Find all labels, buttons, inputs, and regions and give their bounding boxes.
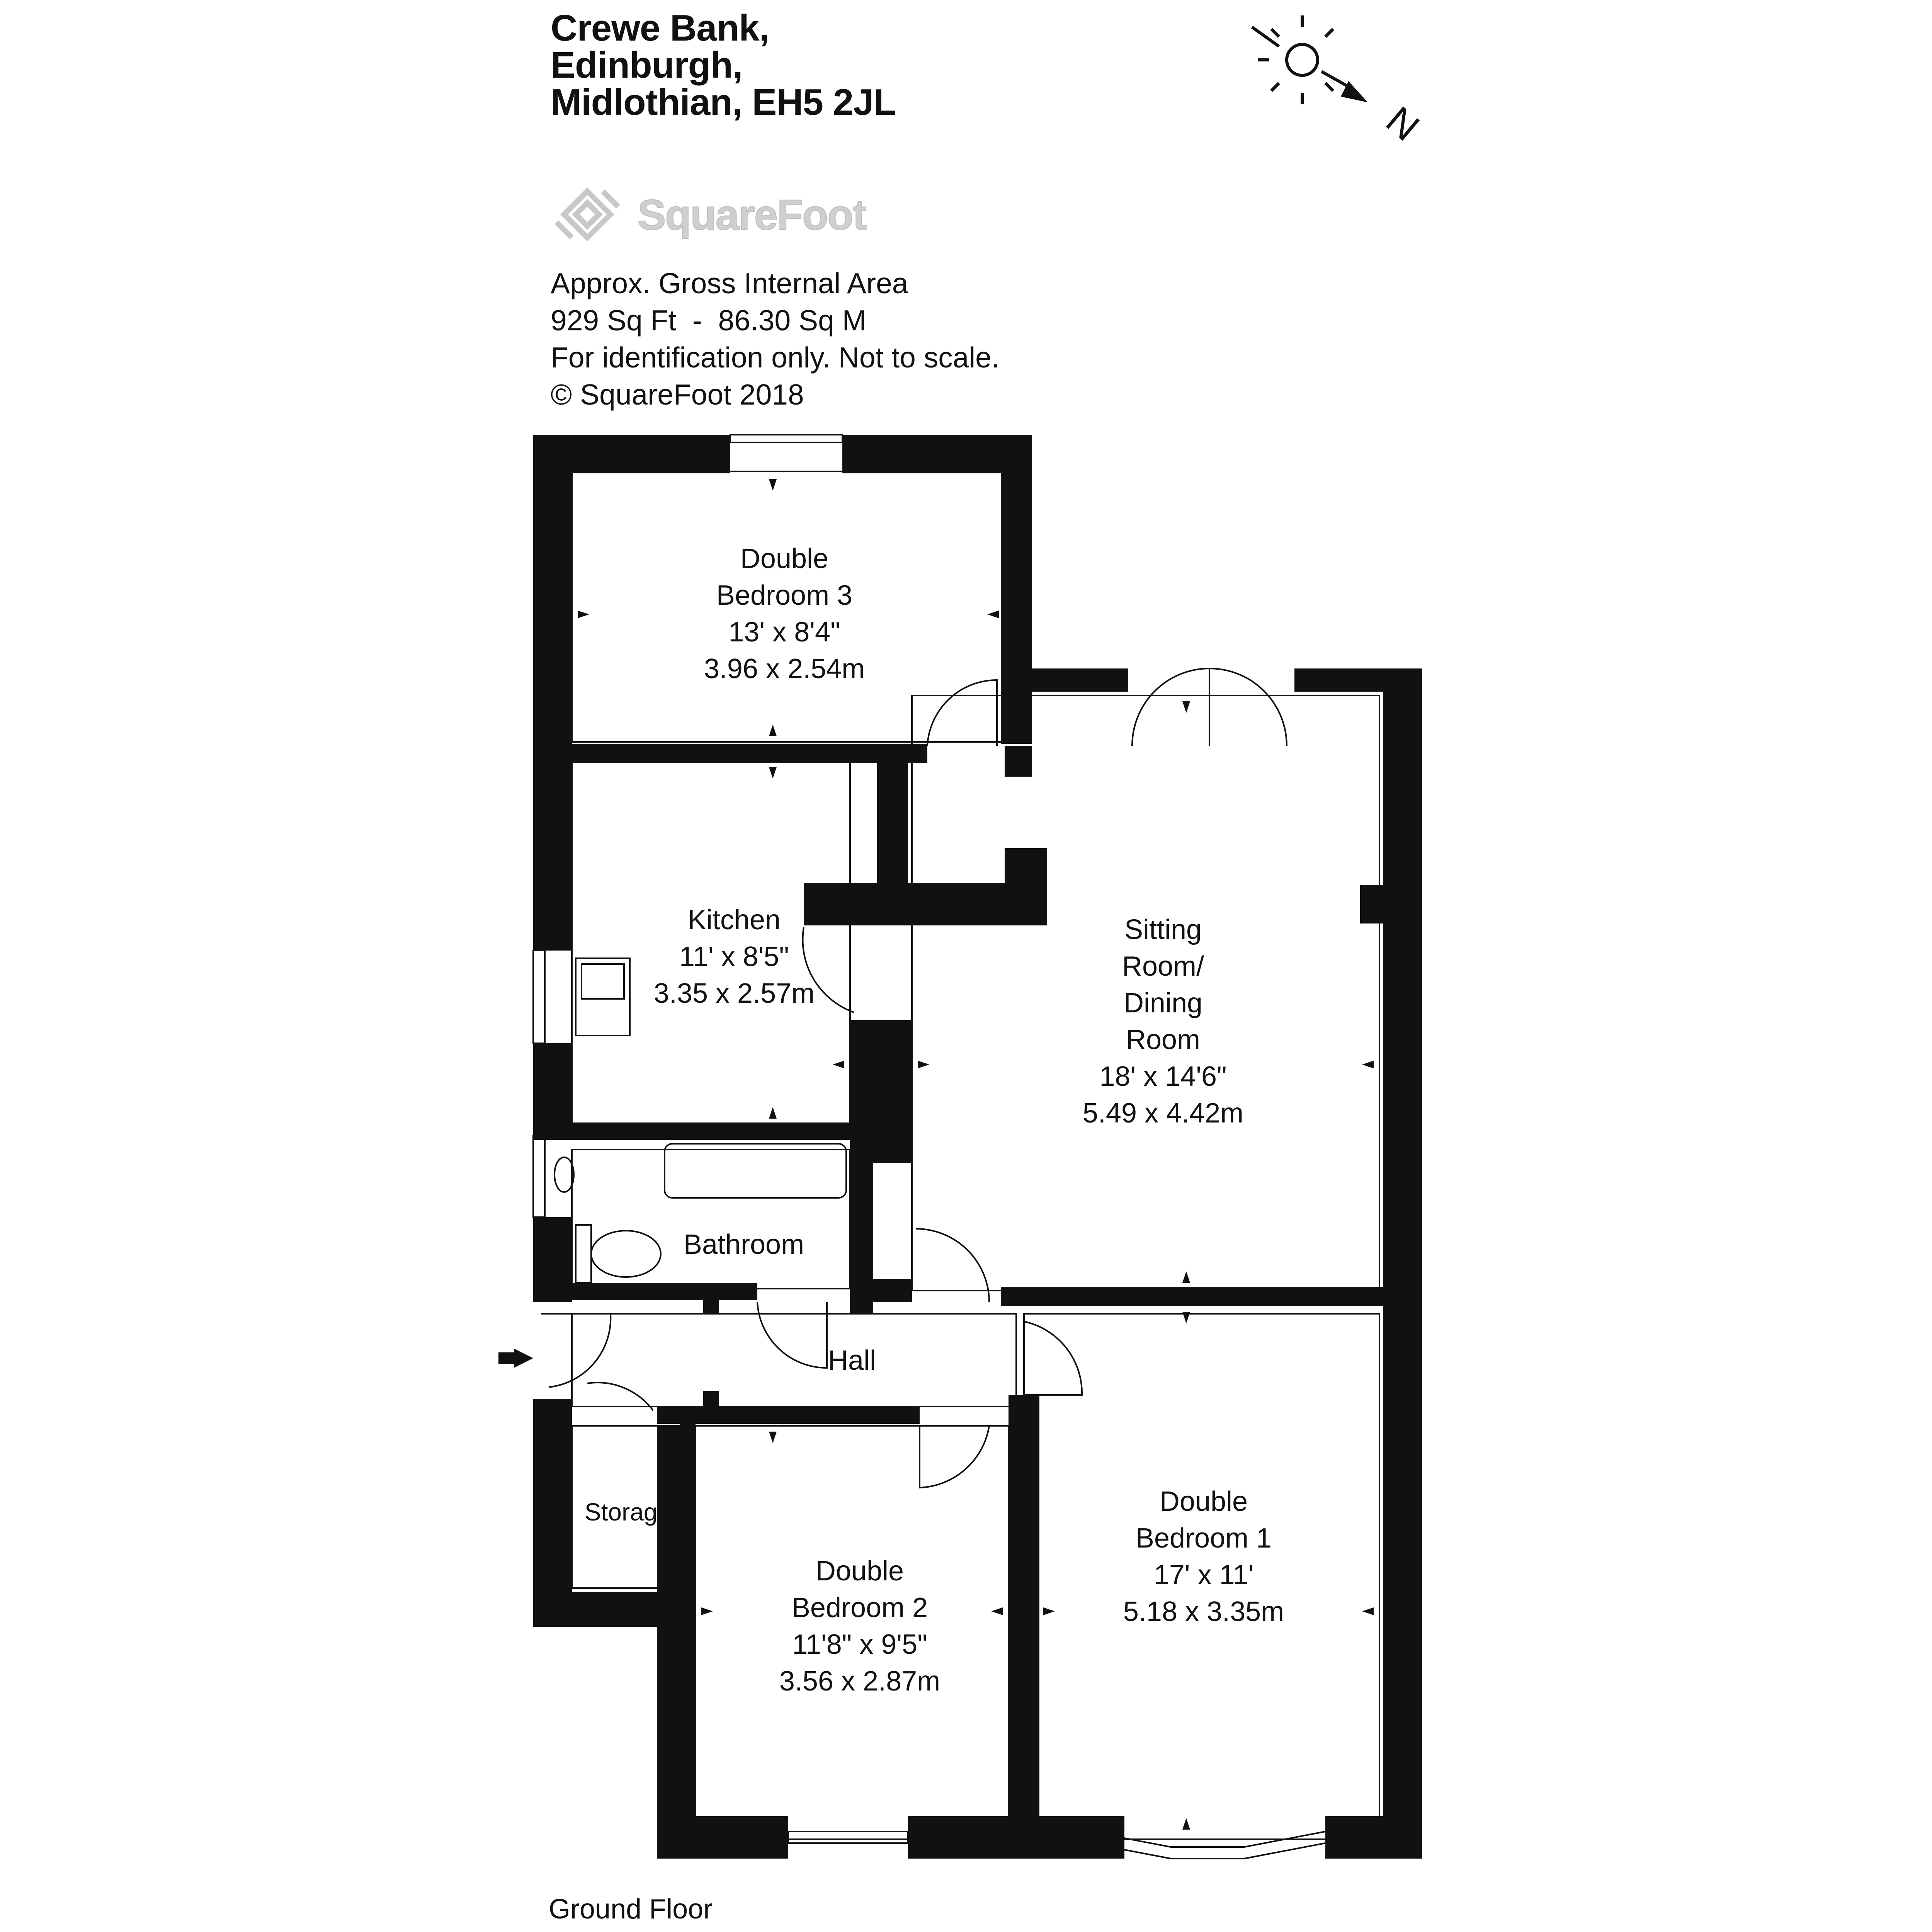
bath-icon <box>664 1143 847 1199</box>
bathroom-name: Bathroom <box>684 1229 804 1260</box>
bedroom1-name2: Bedroom 1 <box>1136 1523 1272 1554</box>
sink-icon <box>575 957 631 1036</box>
door-bedroom2 <box>919 1425 990 1489</box>
bay-window-bedroom1 <box>1089 1831 1326 1848</box>
kitchen-metric: 3.35 x 2.57m <box>654 978 815 1009</box>
kitchen-imperial: 11' x 8'5" <box>679 941 789 972</box>
door-patio-right <box>1209 668 1287 746</box>
logo-text: SquareFoot <box>637 191 867 239</box>
bedroom2-name2: Bedroom 2 <box>792 1592 928 1623</box>
bedroom3-metric: 3.96 x 2.54m <box>704 653 865 684</box>
doors <box>541 667 1287 1489</box>
sitting-imperial: 18' x 14'6" <box>1099 1061 1226 1092</box>
bedroom1-imperial: 17' x 11' <box>1154 1560 1253 1590</box>
bedroom3-name1: Double <box>740 543 828 574</box>
compass-north-label: N <box>1378 98 1427 149</box>
bedroom2-imperial: 11'8" x 9'5" <box>792 1629 927 1660</box>
window-bathroom <box>532 1135 546 1218</box>
area-heading: Approx. Gross Internal Area <box>551 267 908 299</box>
window-bedroom2 <box>787 1831 909 1844</box>
hall-name: Hall <box>828 1345 876 1376</box>
squarefoot-logo-icon <box>554 187 620 242</box>
door-sitting <box>915 1228 990 1303</box>
door-storage <box>587 1382 654 1411</box>
area-info: Approx. Gross Internal Area 929 Sq Ft - … <box>551 265 1000 413</box>
door-bathroom <box>757 1302 828 1369</box>
sitting-name2: Room/ <box>1122 951 1204 982</box>
door-front <box>541 1313 612 1388</box>
area-value: 929 Sq Ft - 86.30 Sq M <box>551 304 867 337</box>
bedroom1-metric: 5.18 x 3.35m <box>1123 1596 1284 1627</box>
door-kitchen <box>802 927 854 1013</box>
walls <box>533 435 1422 1859</box>
toilet-bowl-icon <box>590 1230 662 1278</box>
copyright: © SquareFoot 2018 <box>551 378 804 411</box>
squarefoot-logo: SquareFoot <box>549 176 896 253</box>
windows <box>532 434 1326 1859</box>
address-line-3: Midlothian, EH5 2JL <box>551 82 896 123</box>
door-bedroom1 <box>1024 1321 1083 1396</box>
toilet-cistern-icon <box>575 1224 592 1284</box>
dimension-markers <box>578 479 1374 1830</box>
property-address: Crewe Bank, Edinburgh, Midlothian, EH5 2… <box>551 10 896 121</box>
door-patio-left <box>1131 667 1210 746</box>
sitting-name1: Sitting <box>1124 914 1202 945</box>
compass-sun-icon <box>1251 15 1353 104</box>
bedroom3-imperial: 13' x 8'4" <box>728 617 840 648</box>
bedroom2-metric: 3.56 x 2.87m <box>779 1666 940 1697</box>
address-line-1: Crewe Bank, <box>551 7 769 49</box>
window-kitchen <box>532 950 546 1044</box>
entrance-arrow-icon <box>498 1349 533 1368</box>
kitchen-name: Kitchen <box>688 905 781 935</box>
disclaimer: For identification only. Not to scale. <box>551 341 1000 374</box>
door-bedroom3 <box>927 679 998 746</box>
storage-name: Storage <box>585 1498 671 1526</box>
bedroom3-name2: Bedroom 3 <box>716 580 852 611</box>
bedroom1-name1: Double <box>1160 1486 1248 1517</box>
sitting-name3: Dining <box>1124 988 1202 1019</box>
sitting-name4: Room <box>1126 1024 1200 1055</box>
compass-arrow-icon <box>1341 81 1368 102</box>
bedroom2-name1: Double <box>816 1556 904 1587</box>
sitting-metric: 5.49 x 4.42m <box>1083 1098 1243 1129</box>
basin-icon <box>554 1156 575 1193</box>
address-line-2: Edinburgh, <box>551 44 743 86</box>
floor-label: Ground Floor <box>549 1894 713 1925</box>
window-bedroom3 <box>730 434 843 443</box>
